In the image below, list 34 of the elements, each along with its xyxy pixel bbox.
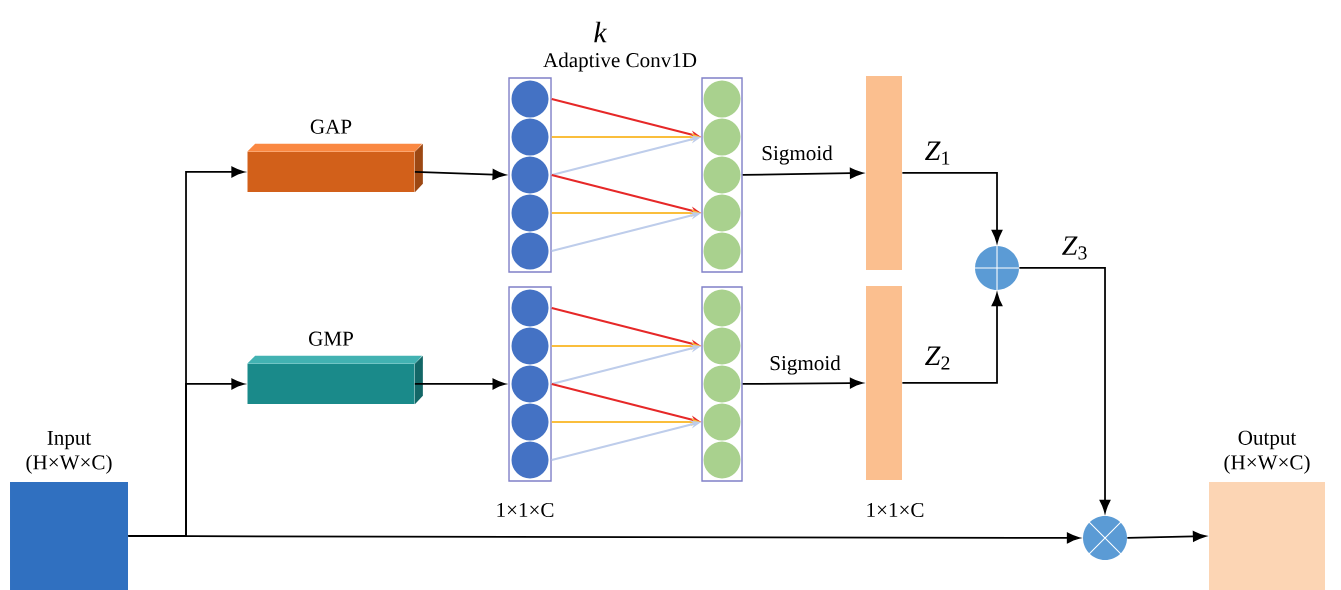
conv-column xyxy=(701,286,743,482)
arrow xyxy=(1126,531,1206,542)
conv-column xyxy=(508,286,552,482)
conv-column xyxy=(701,77,743,273)
edge-label: Z$_{1}$ xyxy=(925,141,950,165)
multiply-symbol xyxy=(1083,516,1127,560)
pooling-block xyxy=(247,143,423,193)
layer-label: Adaptive Conv1D xyxy=(543,52,697,72)
weight-bar xyxy=(866,76,902,270)
pooling-block xyxy=(247,355,423,405)
conv-column xyxy=(508,77,552,273)
add-symbol xyxy=(974,245,1020,291)
edge-label: Sigmoid xyxy=(762,145,833,165)
arrow xyxy=(1018,267,1111,513)
input-block xyxy=(10,482,128,590)
dimension-label: 1×1×C xyxy=(867,502,924,518)
arrow xyxy=(901,172,1003,243)
k-label: k xyxy=(594,21,608,43)
edge-label: Z$_{2}$ xyxy=(925,346,950,370)
block-label: Input (H×W×C) xyxy=(26,430,112,474)
edge-label: Sigmoid xyxy=(770,355,841,375)
arrow xyxy=(127,532,1080,544)
dimension-label: 1×1×C xyxy=(497,502,554,518)
arrow xyxy=(741,167,863,179)
weight-bar xyxy=(866,286,902,480)
output-block xyxy=(1209,482,1325,590)
arrow xyxy=(741,377,863,389)
block-label: Output (H×W×C) xyxy=(1224,430,1310,474)
arrow xyxy=(901,293,1003,384)
edge-label: Z$_{3}$ xyxy=(1062,236,1087,260)
arrow xyxy=(414,169,506,180)
arrow xyxy=(414,378,506,390)
block-label: GAP xyxy=(310,119,352,134)
block-label: GMP xyxy=(309,331,353,346)
